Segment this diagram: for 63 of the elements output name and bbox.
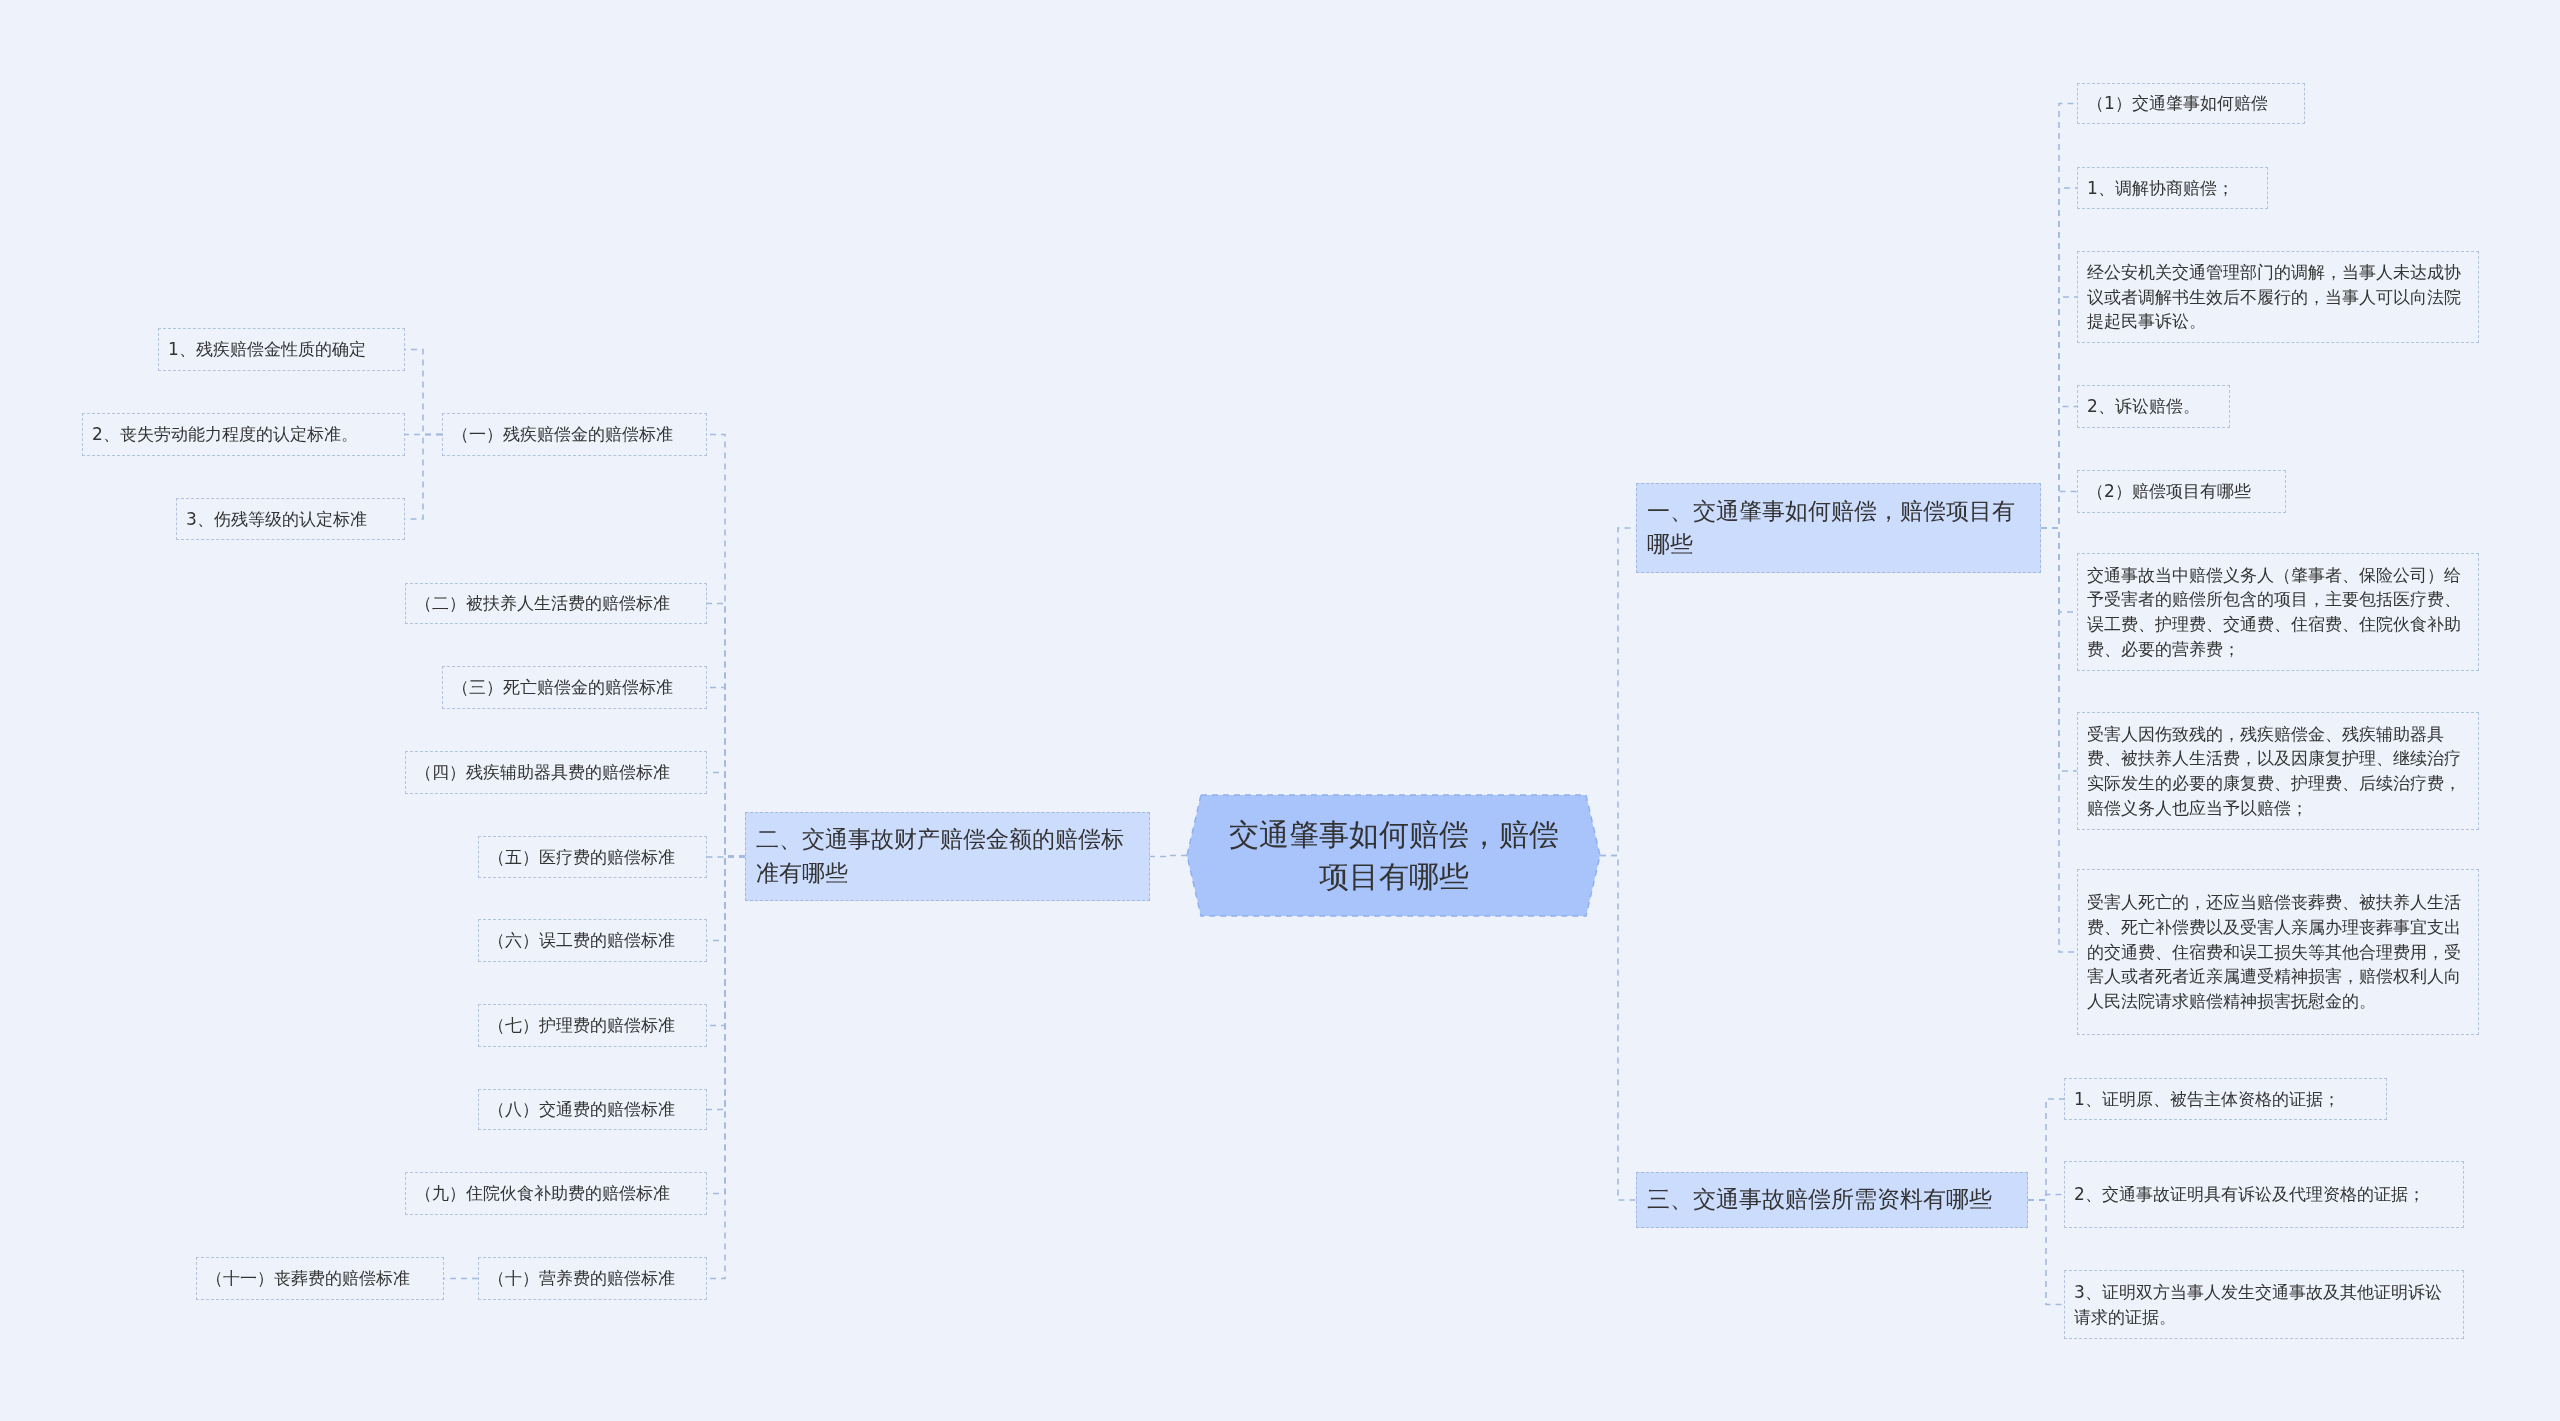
subtopic-text: 2、诉讼赔偿。 [2087,395,2200,419]
subtopic-text: 交通事故当中赔偿义务人（肇事者、保险公司）给予受害者的赔偿所包含的项目，主要包括医疗费、误工费、护理费、交通费、住宿费、住院伙食补助费、必要的营养费； [2087,563,2462,661]
connector-line [2027,1199,2065,1306]
subtopic-box [405,1172,707,1215]
subtopic-text: 2、丧失劳动能力程度的认定标准。 [92,423,358,447]
subtopic-text: （一）残疾赔偿金的赔偿标准 [452,423,673,447]
subtopic-text: （五）医疗费的赔偿标准 [488,845,675,869]
subtopic-text: （十）营养费的赔偿标准 [488,1267,675,1291]
subtopic-text: 1、残疾赔偿金性质的确定 [168,338,366,362]
subtopic-text: 经公安机关交通管理部门的调解，当事人未达成协议或者调解书生效后不履行的，当事人可以向法院提起民事诉讼。 [2087,261,2462,334]
connector-line [1149,854,1188,858]
branch-topic-box [1636,483,2041,573]
subtopic-box [82,413,405,456]
subtopic-box [2064,1270,2464,1339]
branch-topic-text: 二、交通事故财产赔偿金额的赔偿标准有哪些 [756,825,1125,888]
subtopic-text: 受害人死亡的，还应当赔偿丧葬费、被扶养人生活费、死亡补偿费以及受害人亲属办理丧葬事宜支出的交通费、住宿费和误工损失等其他合理费用，受害人或者死者近亲属遭受精神损害，赔偿权利人向人民法院请求赔偿精神损害抚慰金的。 [2087,891,2462,1013]
subtopic-box [478,1089,707,1130]
subtopic-text: （九）住院伙食补助费的赔偿标准 [415,1182,670,1206]
central-topic [1187,795,1600,916]
subtopic-box [478,1257,707,1300]
subtopic-text: 3、证明双方当事人发生交通事故及其他证明诉讼请求的证据。 [2074,1280,2443,1329]
branch-topic-box [1636,1172,2028,1228]
subtopic-text: 3、伤残等级的认定标准 [186,507,367,531]
subtopic-box [478,919,707,962]
subtopic-box [442,666,707,709]
subtopic-text: 1、调解协商赔偿； [2087,176,2234,200]
branch-topic-text: 一、交通肇事如何赔偿，赔偿项目有哪些 [1647,496,2016,559]
subtopic-text: 1、证明原、被告主体资格的证据； [2074,1087,2340,1111]
subtopic-box [2064,1078,2387,1120]
subtopic-text: （2）赔偿项目有哪些 [2087,480,2251,504]
subtopic-text: （七）护理费的赔偿标准 [488,1014,675,1038]
subtopic-text: （四）残疾辅助器具费的赔偿标准 [415,761,670,785]
subtopic-text: （八）交通费的赔偿标准 [488,1098,675,1122]
subtopic-text: 受害人因伤致残的，残疾赔偿金、残疾辅助器具费、被扶养人生活费，以及因康复护理、继续治疗实际发生的必要的康复费、护理费、后续治疗费，赔偿义务人也应当予以赔偿； [2087,722,2462,820]
subtopic-box [2077,385,2230,428]
subtopic-box [158,328,405,371]
subtopic-box [2077,470,2286,513]
subtopic-box [2077,167,2268,209]
subtopic-box [2077,83,2305,124]
connector-line [1599,854,1637,1201]
subtopic-box [2064,1161,2464,1228]
subtopic-box [478,1004,707,1047]
connector-line [443,1277,479,1280]
subtopic-text: （1）交通肇事如何赔偿 [2087,92,2268,116]
subtopic-text: （二）被扶养人生活费的赔偿标准 [415,592,670,616]
subtopic-box [2077,712,2479,830]
subtopic-box [2077,251,2479,343]
subtopic-box [405,751,707,794]
subtopic-box [478,836,707,878]
subtopic-text: （三）死亡赔偿金的赔偿标准 [452,676,673,700]
branch-topic-box [745,812,1150,901]
subtopic-text: 2、交通事故证明具有诉讼及代理资格的证据； [2074,1183,2425,1207]
branch-topic-text: 三、交通事故赔偿所需资料有哪些 [1647,1185,1992,1215]
connector-line [404,433,443,520]
subtopic-box [196,1257,444,1300]
subtopic-text: （十一）丧葬费的赔偿标准 [206,1267,410,1291]
subtopic-box [405,583,707,624]
subtopic-box [176,498,405,540]
subtopic-box [2077,869,2479,1035]
central-topic-text: 交通肇事如何赔偿，赔偿项目有哪些 [1227,815,1560,896]
subtopic-box [2077,553,2479,671]
subtopic-box [442,413,707,456]
subtopic-text: （六）误工费的赔偿标准 [488,929,675,953]
